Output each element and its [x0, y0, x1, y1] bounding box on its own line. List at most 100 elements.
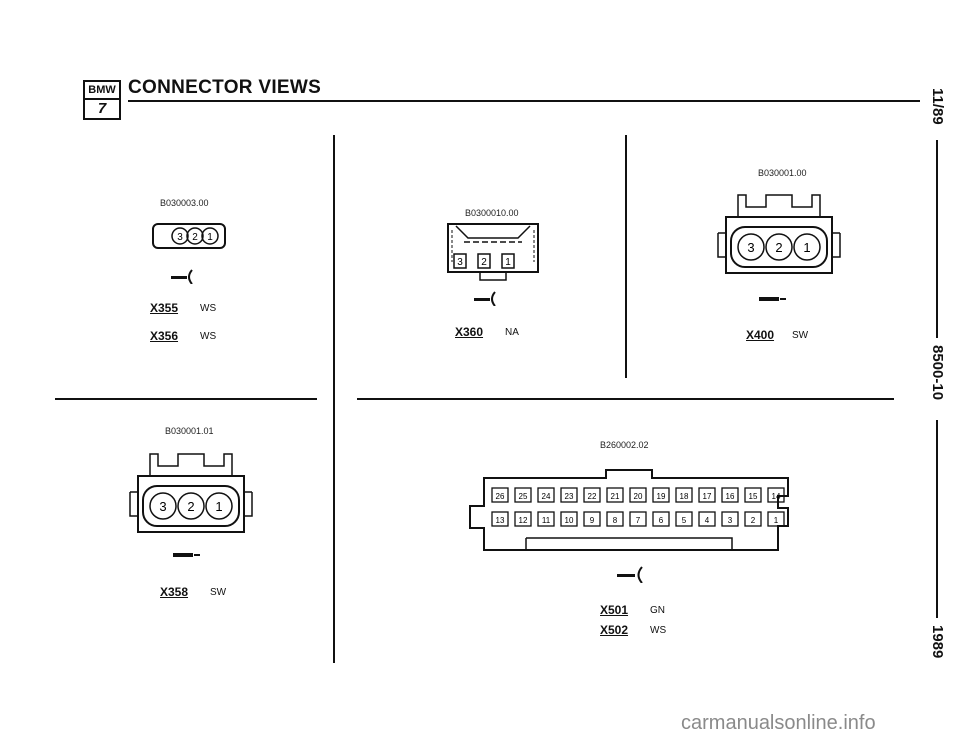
- plug-symbol-icon: [173, 553, 200, 557]
- pin-number: 11: [542, 516, 551, 525]
- pin-number: 13: [496, 516, 505, 525]
- pin-circle: [177, 492, 205, 520]
- connector-code: B030001.01: [165, 426, 214, 436]
- pin-number: 25: [519, 492, 528, 501]
- pin-number: 24: [542, 492, 551, 501]
- pin-box: [744, 487, 762, 503]
- pin-number: 21: [611, 492, 620, 501]
- pin-box: [560, 487, 578, 503]
- pin-number: 17: [703, 492, 712, 501]
- title-rule: [128, 100, 920, 102]
- pin-box: [491, 487, 509, 503]
- bmw-series-number: 7: [97, 100, 107, 117]
- pin-number: 1: [803, 240, 810, 255]
- page-title: CONNECTOR VIEWS: [128, 77, 322, 98]
- pin-box: [453, 253, 467, 269]
- pin-circle: [205, 492, 233, 520]
- side-rule-2: [936, 420, 938, 618]
- connector-id: X358: [160, 585, 189, 599]
- year-label: 1989: [929, 625, 946, 659]
- bmw-logo-text: BMW: [85, 82, 119, 100]
- watermark: carmanualsonline.info: [681, 712, 876, 734]
- pin-box: [606, 511, 624, 527]
- connector-diagram-x360: 3 2 1: [447, 223, 539, 281]
- pin-circle: [186, 227, 204, 245]
- pin-box: [675, 487, 693, 503]
- pin-box: [675, 511, 693, 527]
- pin-number: 22: [588, 492, 597, 501]
- connector-diagram-x358: 3 2 1: [129, 453, 253, 533]
- pin-number: 2: [751, 516, 756, 525]
- pin-box: [629, 511, 647, 527]
- pin-number: 18: [680, 492, 689, 501]
- pin-box: [767, 511, 785, 527]
- connector-id: X355: [150, 301, 179, 315]
- pin-number: 15: [749, 492, 758, 501]
- pin-box: [652, 487, 670, 503]
- pin-number: 2: [192, 232, 198, 243]
- pin-number: 16: [726, 492, 735, 501]
- pin-number: 12: [519, 516, 528, 525]
- pin-box: [698, 487, 716, 503]
- row-divider-left: [55, 398, 317, 400]
- pin-box: [537, 511, 555, 527]
- pin-box: [514, 487, 532, 503]
- pin-circle: [793, 233, 821, 261]
- page-number: 11/89: [929, 88, 946, 125]
- pin-box: [744, 511, 762, 527]
- connector-code: B260002.02: [600, 440, 649, 450]
- pin-circle: [201, 227, 219, 245]
- plug-symbol-icon: [171, 269, 193, 284]
- pin-box: [629, 487, 647, 503]
- pin-number: 1: [215, 499, 222, 514]
- section-number: 8500-10: [929, 345, 946, 401]
- pin-number: 19: [657, 492, 666, 501]
- pin-box: [477, 253, 491, 269]
- pin-circle: [149, 492, 177, 520]
- pin-circle: [765, 233, 793, 261]
- wire-color: NA: [505, 327, 519, 338]
- wire-color: GN: [650, 605, 665, 616]
- wire-color: SW: [792, 330, 809, 341]
- pin-number: 5: [682, 516, 687, 525]
- pin-number: 3: [177, 232, 183, 243]
- pin-number: 14: [772, 492, 781, 501]
- pin-number: 3: [159, 499, 166, 514]
- pin-circle: [171, 227, 189, 245]
- pin-number: 10: [565, 516, 574, 525]
- pin-box: [583, 511, 601, 527]
- pin-circle: [737, 233, 765, 261]
- wire-color: WS: [200, 303, 217, 314]
- pin-number: 7: [636, 516, 641, 525]
- pin-box: [537, 487, 555, 503]
- pin-number: 1: [505, 257, 511, 268]
- pin-box: [721, 487, 739, 503]
- pin-number: 26: [496, 492, 505, 501]
- connector-code: B030001.00: [758, 168, 807, 178]
- pin-box: [560, 511, 578, 527]
- pin-box: [514, 511, 532, 527]
- pin-number: 2: [775, 240, 782, 255]
- pin-number: 2: [187, 499, 194, 514]
- pin-number: 2: [481, 257, 487, 268]
- pin-number: 1: [207, 232, 213, 243]
- connector-id: X360: [455, 325, 484, 339]
- wire-color: WS: [200, 331, 217, 342]
- wire-color: SW: [210, 587, 227, 598]
- connector-code: B0300010.00: [465, 208, 519, 218]
- pin-box: [606, 487, 624, 503]
- plug-symbol-icon: [759, 297, 786, 301]
- plug-symbol-icon: [474, 291, 496, 306]
- column-divider-right: [625, 135, 627, 378]
- pin-number: 3: [747, 240, 754, 255]
- pin-box: [652, 511, 670, 527]
- pin-number: 6: [659, 516, 664, 525]
- pin-box: [721, 511, 739, 527]
- connector-id: X400: [746, 328, 775, 342]
- pin-box: [491, 511, 509, 527]
- connector-code: B030003.00: [160, 198, 209, 208]
- pin-number: 20: [634, 492, 643, 501]
- connector-id: X501: [600, 603, 629, 617]
- pin-box: [698, 511, 716, 527]
